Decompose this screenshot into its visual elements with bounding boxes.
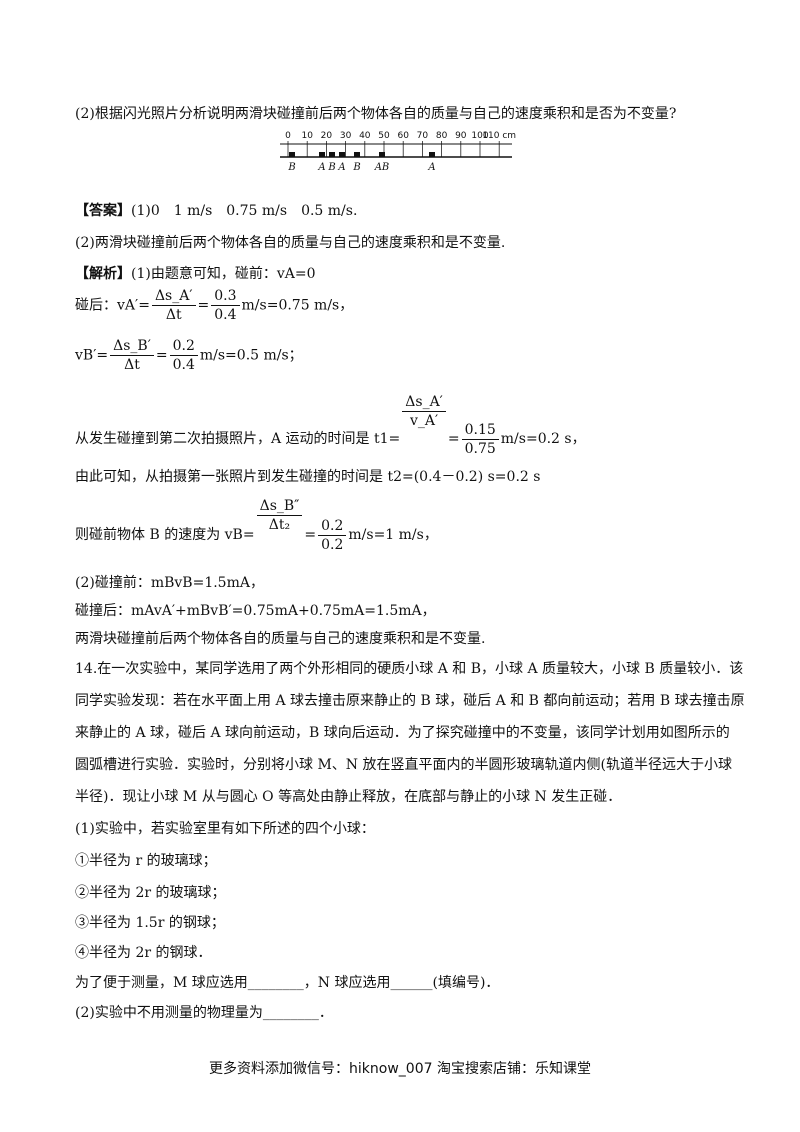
q14-sub-3: (2)实验中不用测量的物理量为________． (75, 1005, 333, 1021)
eq-suffix: m/s=0.5 m/s； (199, 347, 303, 364)
slider-marker (329, 152, 335, 157)
q14-para-line-1: 14.在一次实验中，某同学选用了两个外形相同的硬质小球 A 和 B，小球 A 质… (75, 661, 744, 677)
denominator: v_A′ (409, 413, 439, 429)
eq-prefix: vB′= (75, 347, 109, 364)
ruler-tick-label: 30 (340, 131, 352, 141)
answer-line-2: (2)两滑块碰撞前后两个物体各自的质量与自己的速度乘积和是不变量. (75, 235, 506, 251)
ruler-tick-label: 80 (436, 131, 448, 141)
denominator: 0.2 (321, 536, 344, 553)
numerator: 0.2 (318, 518, 347, 536)
ruler-tick-label: 70 (417, 131, 429, 141)
analysis-line-4: 从发生碰撞到第二次拍摄照片，A 运动的时间是 t1=Δs_A′v_A′=0.15… (75, 394, 586, 457)
slider-label: B (352, 162, 360, 173)
q14-option-2: ②半径为 2r 的玻璃球； (75, 885, 226, 901)
numerator: Δs_A′ (402, 394, 446, 412)
analysis-line-8: 碰撞后：mAvA′+mBvB′=0.75mA+0.75mA=1.5mA， (75, 603, 436, 619)
denominator: Δt₂ (268, 517, 291, 533)
q14-option-1: ①半径为 r 的玻璃球； (75, 853, 217, 869)
q14-para-line-2: 同学实验发现：若在水平面上用 A 球去撞击原来静止的 B 球，碰后 A 和 B … (75, 693, 745, 709)
fraction: Δs_A′v_A′ (402, 394, 446, 429)
numerator: Δs_A′ (151, 288, 196, 306)
ruler-tick-label: 60 (397, 131, 409, 141)
answer-label: 【答案】 (75, 203, 131, 219)
question-2-text: (2)根据闪光照片分析说明两滑块碰撞前后两个物体各自的质量与自己的速度乘积和是否… (75, 106, 677, 122)
numerator: Δs_B′ (110, 338, 154, 356)
ruler-tick-label: 20 (321, 131, 333, 141)
eq-prefix: 从发生碰撞到第二次拍摄照片，A 运动的时间是 t1= (75, 431, 401, 447)
slider-marker (429, 152, 435, 157)
q14-para-line-5: 半径)．现让小球 M 从与圆心 O 等高处由静止释放，在底部与静止的小球 N 发… (75, 789, 622, 805)
ruler-tick-label: 50 (378, 131, 390, 141)
analysis-line-1: 【解析】(1)由题意可知，碰前：vA=0 (75, 263, 316, 283)
slider-marker (289, 152, 295, 157)
analysis-line-7: (2)碰撞前：mBvB=1.5mA， (75, 575, 264, 591)
ruler-tick-label: 110 cm (482, 131, 516, 141)
slider-marker (319, 152, 325, 157)
numerator: 0.3 (211, 288, 240, 306)
eq-prefix: 则碰前物体 B 的速度为 vB= (75, 527, 255, 543)
q14-sub-2: 为了便于测量，M 球应选用________，N 球应选用______(填编号)． (75, 975, 500, 991)
ruler-tick-label: 10 (301, 131, 313, 141)
denominator: 0.4 (214, 307, 237, 323)
slider-label: B (327, 162, 335, 173)
denominator: Δt (124, 357, 140, 373)
answer-values: (1)0 1 m/s 0.75 m/s 0.5 m/s. (131, 203, 358, 219)
numerator: 0.15 (461, 422, 499, 440)
q14-sub-1: (1)实验中，若实验室里有如下所述的四个小球： (75, 821, 375, 837)
analysis-line-9: 两滑块碰撞前后两个物体各自的质量与自己的速度乘积和是不变量. (75, 631, 486, 647)
q14-option-3: ③半径为 1.5r 的钢球； (75, 915, 225, 931)
analysis-text: (1)由题意可知，碰前：vA=0 (131, 266, 316, 282)
fraction: Δs_B″Δt₂ (256, 498, 303, 533)
q14-para-line-4: 圆弧槽进行实验．实验时，分别将小球 M、N 放在竖直平面内的半圆形玻璃轨道内侧(… (75, 757, 732, 773)
slider-marker (354, 152, 360, 157)
eq-suffix: m/s=1 m/s， (348, 527, 438, 543)
slider-marker (339, 152, 345, 157)
slider-label: B (287, 162, 295, 173)
ruler-tick-label: 0 (285, 131, 291, 141)
q14-para-line-3: 来静止的 A 球，碰后 A 球向前运动，B 球向后运动．为了探究碰撞中的不变量，… (75, 725, 730, 741)
numerator: 0.2 (169, 338, 198, 356)
denominator: 0.4 (172, 357, 195, 373)
page-footer: 更多资料添加微信号：hiknow_007 淘宝搜索店铺：乐知课堂 (209, 1061, 591, 1077)
slider-label: A (337, 162, 345, 173)
eq-suffix: m/s=0.2 s， (500, 431, 586, 447)
denominator: Δt (165, 307, 182, 323)
ruler-tick-label: 100 (471, 131, 488, 141)
eq-suffix: m/s=0.75 m/s， (241, 297, 354, 314)
answer-line-1: 【答案】(1)0 1 m/s 0.75 m/s 0.5 m/s. (75, 200, 357, 220)
analysis-label: 【解析】 (75, 266, 131, 282)
slider-marker (379, 152, 385, 157)
slider-label: AB (374, 162, 390, 173)
fraction: Δs_A′Δt (151, 288, 196, 323)
slider-label: A (427, 162, 435, 173)
eq-prefix: 碰后：vA′= (75, 297, 150, 314)
ruler-tick-label: 40 (359, 131, 371, 141)
numerator: Δs_B″ (256, 498, 303, 516)
fraction: Δs_B′Δt (110, 338, 154, 373)
analysis-line-5: 由此可知，从拍摄第一张照片到发生碰撞的时间是 t2=(0.4－0.2) s=0.… (75, 469, 541, 485)
denominator: 0.75 (464, 440, 496, 457)
q14-option-4: ④半径为 2r 的钢球． (75, 945, 212, 961)
ruler-tick-label: 90 (455, 131, 467, 141)
slider-label: A (317, 162, 325, 173)
